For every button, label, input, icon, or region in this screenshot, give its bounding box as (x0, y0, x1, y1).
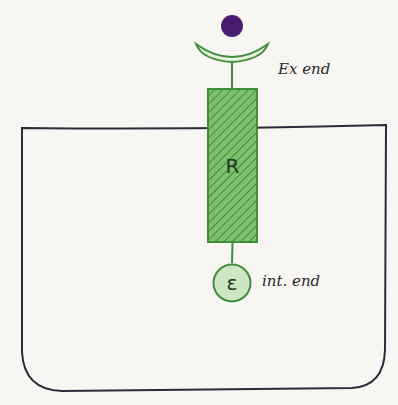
wire (231, 243, 234, 263)
node-text: ε (227, 272, 238, 294)
purple-ball (221, 15, 243, 37)
node-text: R (226, 155, 240, 177)
end-label: Ex end (278, 60, 330, 78)
container-outline (22, 125, 386, 391)
end-label: int. end (262, 272, 320, 290)
resistor-symbol: R (207, 88, 258, 243)
holder-cup (196, 44, 268, 62)
end-circle: ε (212, 263, 252, 303)
